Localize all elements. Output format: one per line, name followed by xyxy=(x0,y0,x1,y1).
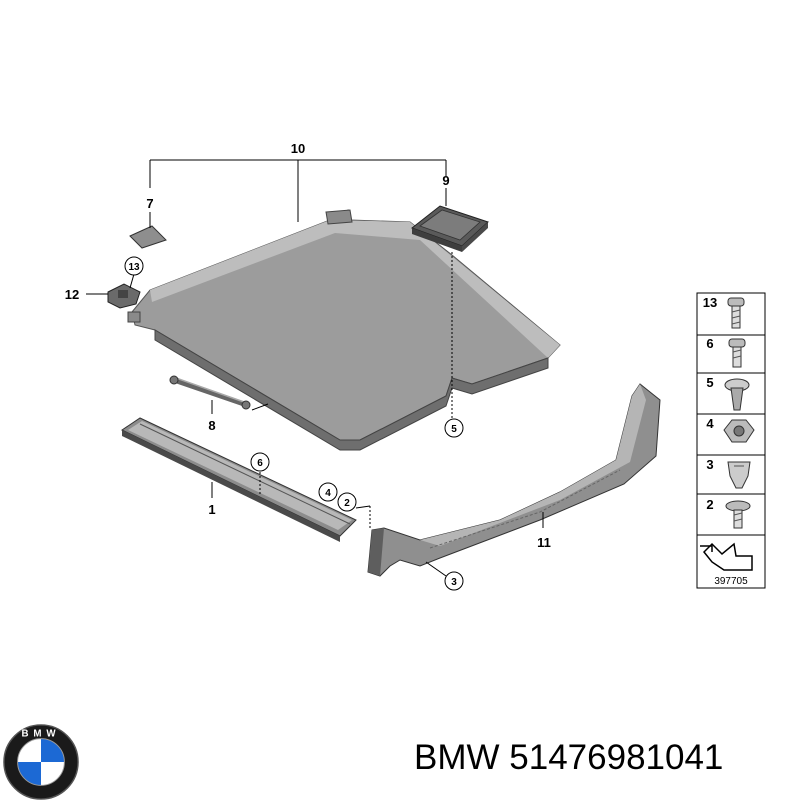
drawing-id: 397705 xyxy=(714,576,748,587)
circled-callout-3: 3 xyxy=(444,571,464,591)
legend-num-6: 6 xyxy=(706,336,713,351)
leader-13 xyxy=(129,273,135,289)
legend-num-5: 5 xyxy=(706,375,713,390)
circled-callout-6: 6 xyxy=(250,452,270,472)
sill-trim-part xyxy=(367,383,661,577)
leader-3 xyxy=(425,561,447,577)
svg-text:5: 5 xyxy=(451,424,457,435)
callout-9: 9 xyxy=(442,173,449,188)
svg-text:6: 6 xyxy=(257,458,263,469)
circled-callout-4: 4 xyxy=(318,482,338,502)
part-caption: BMW 51476981041 xyxy=(414,736,794,780)
gas-strut-part xyxy=(169,375,251,410)
callout-1: 1 xyxy=(208,502,215,517)
fastener-legend: 13 6 5 4 3 2 xyxy=(696,292,766,589)
caption-brand: BMW xyxy=(414,738,500,777)
leader-8b xyxy=(251,403,269,411)
legend-num-2: 2 xyxy=(706,497,713,512)
svg-text:2: 2 xyxy=(344,498,350,509)
callout-12: 12 xyxy=(65,287,79,302)
screw-6-icon xyxy=(728,338,746,368)
circled-callout-13: 13 xyxy=(124,256,144,276)
callout-8: 8 xyxy=(208,418,215,433)
floor-panel xyxy=(127,209,561,451)
small-cover-part xyxy=(129,225,167,249)
svg-text:4: 4 xyxy=(325,488,331,499)
clip-3-icon xyxy=(727,461,751,489)
clip-5-icon xyxy=(724,378,750,411)
direction-arrow-icon xyxy=(700,542,753,571)
svg-text:3: 3 xyxy=(451,577,457,588)
storage-cover-part xyxy=(410,205,489,252)
nut-4-icon xyxy=(723,419,755,443)
leader-4-2b xyxy=(355,505,371,509)
legend-num-13: 13 xyxy=(703,295,717,310)
screw-2-icon xyxy=(725,500,751,529)
bracket-part xyxy=(107,283,141,309)
svg-text:BMW: BMW xyxy=(21,729,60,740)
legend-num-3: 3 xyxy=(706,457,713,472)
callout-7: 7 xyxy=(146,196,153,211)
bmw-logo: BMW xyxy=(3,724,79,800)
legend-num-4: 4 xyxy=(706,416,714,431)
circled-callout-2: 2 xyxy=(337,492,357,512)
leader-10 xyxy=(149,159,447,222)
svg-text:13: 13 xyxy=(128,262,140,273)
circled-callout-5: 5 xyxy=(444,418,464,438)
caption-part-number: 51476981041 xyxy=(509,738,724,777)
callout-10: 10 xyxy=(291,141,305,156)
rail-part xyxy=(120,417,357,542)
screw-13-icon xyxy=(727,297,745,329)
callout-11: 11 xyxy=(537,535,551,550)
